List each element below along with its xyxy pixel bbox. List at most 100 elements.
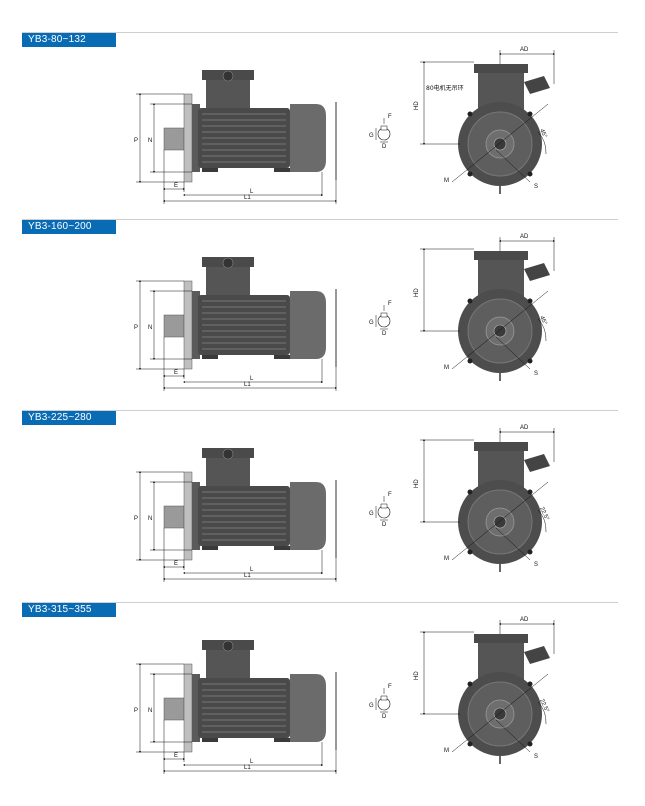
front-terminal-lid bbox=[474, 634, 528, 643]
dim-label-g: G bbox=[369, 320, 374, 326]
dim-label-l: L bbox=[250, 376, 254, 382]
shaft bbox=[163, 127, 185, 151]
bolt-hole bbox=[467, 549, 473, 555]
front-dimensions bbox=[420, 50, 555, 183]
terminal-box bbox=[206, 78, 250, 108]
shaft-key-detail bbox=[375, 118, 391, 143]
section-divider bbox=[22, 602, 618, 603]
side-dimensions bbox=[136, 663, 337, 774]
bolt-hole bbox=[527, 549, 533, 555]
fan-cover bbox=[290, 674, 326, 742]
dim-label-hd: HD bbox=[414, 671, 420, 680]
cable-gland bbox=[222, 70, 234, 82]
dim-label-n: N bbox=[148, 325, 152, 331]
front-terminal-lid bbox=[474, 251, 528, 260]
bolt-hole bbox=[467, 298, 473, 304]
motor-section: YB3-225~280 bbox=[0, 410, 645, 603]
dim-label-p: P bbox=[134, 138, 138, 144]
bolt-hole bbox=[527, 298, 533, 304]
shaft bbox=[163, 505, 185, 529]
motor-foot bbox=[202, 738, 218, 742]
shaft-key-detail bbox=[375, 305, 391, 330]
dim-label-m: M bbox=[444, 365, 449, 371]
dim-label-hd: HD bbox=[414, 479, 420, 488]
front-cable-gland bbox=[524, 454, 550, 472]
shaft-key-detail bbox=[375, 688, 391, 713]
dim-label-s: S bbox=[534, 184, 538, 190]
section-title: YB3-315~355 bbox=[22, 603, 116, 617]
motor-foot bbox=[202, 546, 218, 550]
bolt-hole bbox=[467, 171, 473, 177]
dim-label-d: D bbox=[382, 331, 387, 337]
motor-foot bbox=[202, 355, 218, 359]
shaft-key-detail bbox=[375, 496, 391, 521]
bolt-hole bbox=[467, 358, 473, 364]
terminal-box bbox=[206, 265, 250, 295]
dim-label-d: D bbox=[382, 144, 387, 150]
terminal-box bbox=[206, 648, 250, 678]
dim-label-m: M bbox=[444, 178, 449, 184]
front-dimensions bbox=[420, 620, 555, 753]
cooling-fins bbox=[202, 491, 286, 541]
front-dimensions bbox=[420, 237, 555, 370]
dim-label-e: E bbox=[174, 370, 178, 376]
motor-foot bbox=[274, 168, 290, 172]
dim-label-l: L bbox=[250, 189, 254, 195]
dim-label-g: G bbox=[369, 703, 374, 709]
dim-label-p: P bbox=[134, 325, 138, 331]
cooling-fins bbox=[202, 683, 286, 733]
motor-foot bbox=[202, 168, 218, 172]
dim-label-g: G bbox=[369, 511, 374, 517]
bolt-hole bbox=[467, 741, 473, 747]
front-shaft-end bbox=[493, 324, 507, 338]
shaft bbox=[163, 314, 185, 338]
bolt-hole bbox=[527, 681, 533, 687]
bolt-hole bbox=[527, 358, 533, 364]
cooling-fins bbox=[202, 113, 286, 163]
front-terminal-lid bbox=[474, 442, 528, 451]
motor-foot bbox=[274, 738, 290, 742]
motor-drawing: P N E L L1 G D F bbox=[134, 47, 555, 204]
angle-label: 45° bbox=[538, 128, 548, 139]
bolt-hole bbox=[527, 489, 533, 495]
section-divider bbox=[22, 410, 618, 411]
bolt-hole bbox=[527, 111, 533, 117]
dim-label-s: S bbox=[534, 562, 538, 568]
dim-label-hd: HD bbox=[414, 288, 420, 297]
dim-label-e: E bbox=[174, 561, 178, 567]
dim-label-l1: L1 bbox=[244, 382, 251, 388]
front-shaft-end bbox=[493, 707, 507, 721]
motor-foot bbox=[274, 355, 290, 359]
dim-label-ad: AD bbox=[520, 234, 529, 240]
dim-label-hd: HD bbox=[414, 101, 420, 110]
section-title: YB3-160~200 bbox=[22, 220, 116, 234]
front-shaft-end bbox=[493, 137, 507, 151]
fan-cover bbox=[290, 482, 326, 550]
front-cable-gland bbox=[524, 646, 550, 664]
side-dimensions bbox=[136, 280, 337, 391]
side-view bbox=[163, 640, 337, 753]
front-dimensions bbox=[420, 428, 555, 561]
note-label: 80电机无吊环 bbox=[426, 84, 464, 92]
dim-label-p: P bbox=[134, 516, 138, 522]
cable-gland bbox=[222, 640, 234, 652]
shaft bbox=[163, 697, 185, 721]
angle-label: 22.5° bbox=[538, 698, 550, 714]
front-terminal-lid bbox=[474, 64, 528, 73]
front-view bbox=[458, 634, 550, 764]
flange bbox=[183, 280, 193, 370]
dim-label-f: F bbox=[388, 684, 392, 690]
dim-label-p: P bbox=[134, 708, 138, 714]
dim-label-l: L bbox=[250, 759, 254, 765]
dim-label-e: E bbox=[174, 753, 178, 759]
bolt-hole bbox=[467, 489, 473, 495]
cable-gland bbox=[222, 448, 234, 460]
bolt-hole bbox=[527, 741, 533, 747]
section-divider bbox=[22, 32, 618, 33]
dim-label-l1: L1 bbox=[244, 195, 251, 201]
fan-cover bbox=[290, 104, 326, 172]
side-view bbox=[163, 70, 337, 183]
dim-label-ad: AD bbox=[520, 617, 529, 623]
side-dimensions bbox=[136, 93, 337, 204]
motor-foot bbox=[274, 546, 290, 550]
